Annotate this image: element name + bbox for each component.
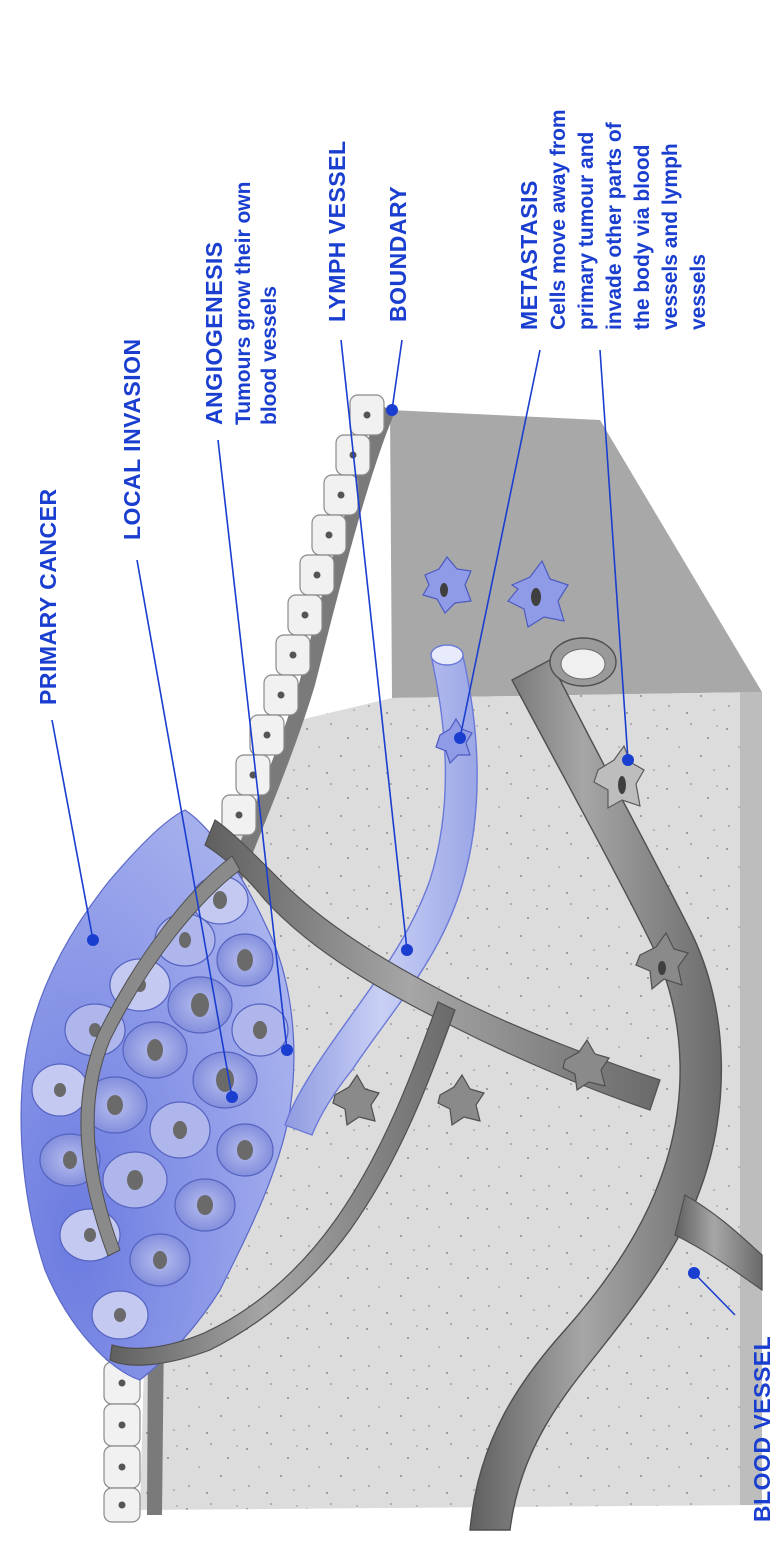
marker-metastasis-blood bbox=[622, 754, 634, 766]
marker-metastasis-lymph bbox=[454, 732, 466, 744]
label-blood-vessel: BLOOD VESSEL bbox=[749, 1336, 775, 1522]
label-metastasis-line1: Cells move away from bbox=[547, 109, 570, 330]
marker-blood-vessel bbox=[688, 1267, 700, 1279]
label-boundary: BOUNDARY bbox=[385, 186, 411, 322]
label-metastasis-title: METASTASIS bbox=[516, 180, 542, 330]
label-angiogenesis-line2: blood vessels bbox=[258, 286, 281, 425]
label-metastasis-line3: invade other parts of bbox=[603, 121, 626, 330]
marker-lymph-vessel bbox=[401, 944, 413, 956]
marker-primary-cancer bbox=[87, 934, 99, 946]
label-local-invasion: LOCAL INVASION bbox=[119, 338, 145, 540]
label-metastasis-line4: the body via blood bbox=[631, 144, 654, 330]
label-primary-cancer: PRIMARY CANCER bbox=[35, 488, 61, 705]
lymph-vessel-opening bbox=[431, 645, 463, 665]
label-angiogenesis-line1: Tumours grow their own bbox=[232, 182, 255, 425]
marker-angiogenesis bbox=[281, 1044, 293, 1056]
marker-local-invasion bbox=[226, 1091, 238, 1103]
label-lymph-vessel: LYMPH VESSEL bbox=[324, 140, 350, 322]
leader-boundary bbox=[392, 340, 402, 410]
label-metastasis-line2: primary tumour and bbox=[575, 132, 598, 330]
label-angiogenesis-title: ANGIOGENESIS bbox=[201, 241, 227, 425]
label-metastasis-line5: vessels and lymph bbox=[659, 143, 682, 330]
label-metastasis-line6: vessels bbox=[687, 254, 710, 330]
leader-primary-cancer bbox=[52, 720, 93, 940]
marker-boundary bbox=[386, 404, 398, 416]
